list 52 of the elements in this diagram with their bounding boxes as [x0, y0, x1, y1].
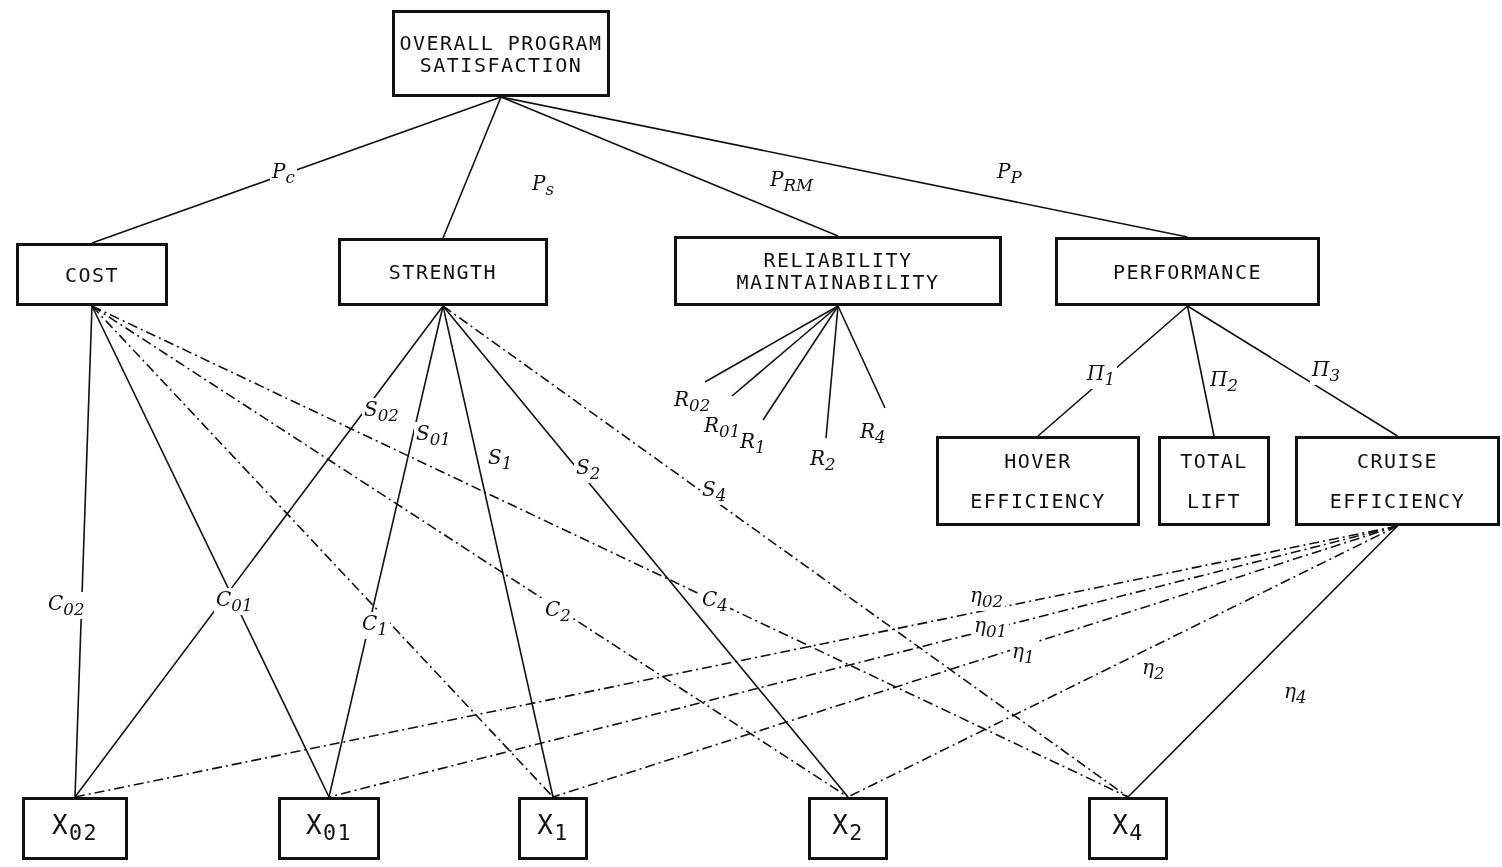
- connector-line: [500, 96, 1189, 238]
- label-box: [674, 236, 1002, 306]
- label-box: [936, 436, 1140, 526]
- connector-line: [847, 525, 1399, 798]
- label-box: [16, 243, 168, 306]
- connector-line: [1186, 305, 1215, 437]
- node-text: X$_{01}$: [305, 811, 353, 846]
- edge-label: Π$_{1}$: [1085, 362, 1118, 390]
- connector-line: [91, 96, 502, 244]
- label-box: [518, 797, 588, 860]
- connector-line: [74, 305, 444, 798]
- node-text: STRENGTH: [388, 261, 498, 283]
- node-text: X$_{1}$: [537, 811, 569, 846]
- edge-label: Π$_{3}$: [1310, 358, 1343, 386]
- connector-line: [500, 96, 839, 237]
- node-text: COST: [64, 263, 120, 286]
- label-box: [808, 797, 888, 860]
- connector-line: [825, 305, 839, 439]
- connector-line: [1186, 305, 1399, 437]
- connector-line: [1127, 525, 1399, 798]
- node-text: PERFORMANCE: [1113, 260, 1262, 283]
- edge-label: C$_{02}$: [46, 592, 87, 620]
- connector-line: [762, 305, 839, 421]
- connector-line: [442, 305, 849, 798]
- label-box: [1158, 436, 1270, 526]
- node-text: X$_{02}$: [51, 811, 99, 846]
- connector-line: [442, 96, 502, 239]
- connector-line: [74, 305, 93, 798]
- label-box: [1055, 237, 1320, 306]
- edge-label: S$_{4}$: [700, 478, 729, 506]
- label-box: [1088, 797, 1168, 860]
- connector-line: [328, 305, 444, 798]
- connector-line: [704, 305, 839, 383]
- label-box: [392, 10, 610, 97]
- connector-line: [837, 305, 886, 409]
- label-box: [278, 797, 380, 860]
- node-text: HOVER EFFICIENCY: [969, 448, 1107, 515]
- connector-line: [91, 305, 554, 798]
- node-text: X$_{2}$: [832, 811, 864, 846]
- connector-line: [442, 305, 554, 798]
- label-box: [1295, 436, 1500, 526]
- node-text: X$_{4}$: [1112, 811, 1144, 846]
- node-text: OVERALL PROGRAM SATISFACTION: [399, 31, 603, 76]
- node-text: RELIABILITY MAINTAINABILITY: [735, 249, 941, 293]
- node-text: CRUISE EFFICIENCY: [1328, 448, 1467, 515]
- connector-line: [91, 305, 330, 798]
- node-text: TOTAL LIFT: [1179, 448, 1249, 515]
- edge-label: C$_{1}$: [360, 612, 390, 640]
- connector-line: [731, 305, 839, 397]
- edge-label: S$_{2}$: [574, 456, 603, 484]
- label-box: [338, 238, 548, 306]
- label-box: [22, 797, 128, 860]
